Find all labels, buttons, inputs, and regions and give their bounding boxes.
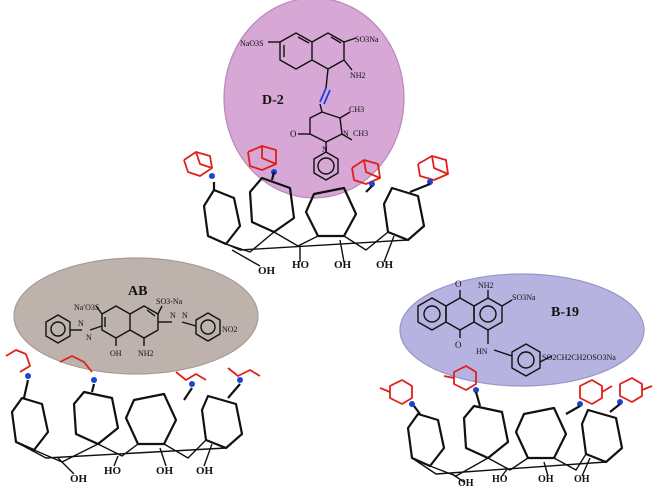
ab-azo-n4: N xyxy=(182,311,188,320)
d2-n-methyl: CH3 xyxy=(353,129,368,138)
b19-bottom-o: O xyxy=(455,340,462,350)
right-host: OH HO OH OH xyxy=(379,365,653,488)
ab-guest: AB Na′O3S SO3-Na OH NH2 NO2 N N N N xyxy=(13,257,259,375)
b19-amine: NH2 xyxy=(478,281,494,290)
left-host-oh-3: OH xyxy=(156,465,174,477)
ab-azo-n2: N xyxy=(86,333,92,342)
b19-tail: SO2CH2CH2OSO3Na xyxy=(542,353,616,362)
top-host-oh-1: OH xyxy=(258,265,276,277)
ab-hydroxyl: OH xyxy=(110,349,122,358)
left-host-oh-4: OH xyxy=(196,465,214,477)
ab-azo-n3: N xyxy=(170,311,176,320)
b19-top-o: O xyxy=(455,279,462,289)
left-host-oh-1: OH xyxy=(70,473,88,485)
ab-amine: NH2 xyxy=(138,349,154,358)
d2-phenyl-n: N xyxy=(322,145,328,154)
b19-hn: HN xyxy=(476,347,488,356)
d2-ring-n: N xyxy=(343,129,349,138)
d2-methyl: CH3 xyxy=(349,105,364,114)
ab-nitro: NO2 xyxy=(222,325,238,334)
b19-bubble xyxy=(399,273,645,387)
d2-guest: NaO3S SO3Na NH2 CH3 N CH3 O N D-2 xyxy=(223,0,405,199)
ab-title: AB xyxy=(128,284,147,299)
b19-title: B-19 xyxy=(551,305,579,320)
top-host-oh-2: HO xyxy=(292,259,310,271)
ab-bubble xyxy=(13,257,259,375)
top-host: OH HO OH OH xyxy=(183,145,449,277)
d2-left-sulfonate: NaO3S xyxy=(240,39,264,48)
d2-right-sulfonate: SO3Na xyxy=(355,35,379,44)
ab-azo-n1: N xyxy=(78,319,84,328)
ab-right-sulfonate: SO3-Na xyxy=(156,297,183,306)
right-host-oh-1: OH xyxy=(458,478,474,488)
d2-carbonyl-o: O xyxy=(290,129,297,139)
left-host-oh-2: HO xyxy=(104,465,122,477)
right-host-oh-3: OH xyxy=(538,474,554,485)
d2-amine: NH2 xyxy=(350,71,366,80)
ab-left-sulfonate: Na′O3S xyxy=(74,303,99,312)
top-host-oh-3: OH xyxy=(334,259,352,271)
b19-sulfonate: SO3Na xyxy=(512,293,536,302)
right-host-oh-4: OH xyxy=(574,474,590,485)
left-host: OH HO OH OH xyxy=(5,349,261,485)
d2-title: D-2 xyxy=(262,93,284,108)
right-host-oh-2: HO xyxy=(492,474,508,485)
b19-guest: B-19 O O NH2 SO3Na HN SO2CH2CH2OSO3Na xyxy=(399,273,645,387)
top-host-oh-4: OH xyxy=(376,259,394,271)
